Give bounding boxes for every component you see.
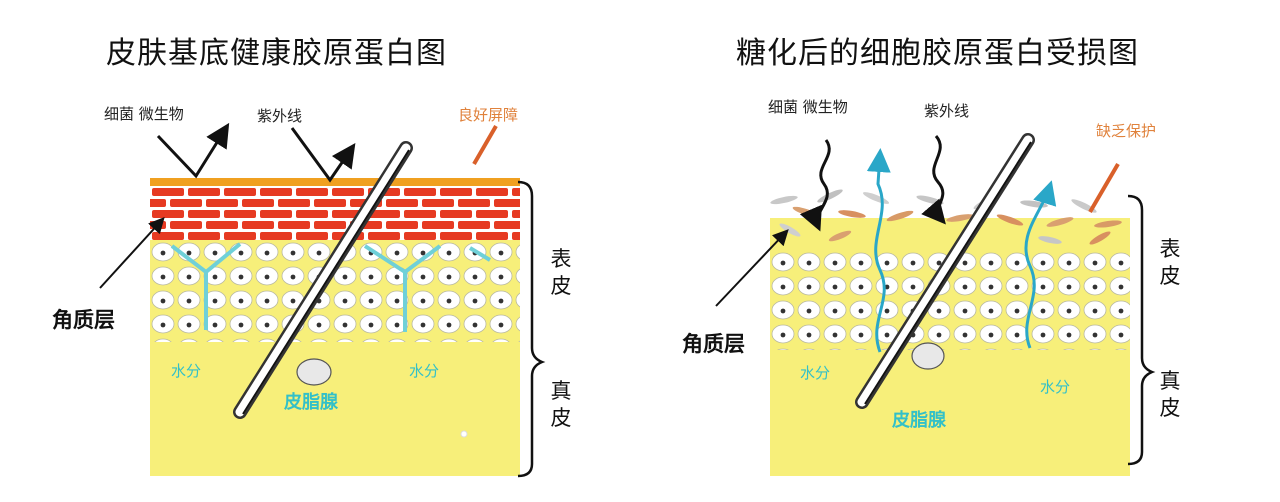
right-epidermis-label: 表皮	[1159, 237, 1181, 288]
right-stratum-label: 角质层	[682, 332, 745, 356]
right-water-loss-arrow-2	[1024, 180, 1057, 349]
left-skin-block	[150, 178, 520, 476]
right-bacteria-label: 细菌 微生物	[768, 98, 848, 116]
left-pore-icon	[460, 430, 468, 438]
left-barrier-pointer-icon	[472, 124, 498, 166]
left-water-label-1: 水分	[171, 362, 202, 380]
right-water-loss-arrow-1	[866, 148, 891, 353]
right-sebaceous-gland-icon	[911, 342, 945, 370]
left-diagram-title: 皮肤基底健康胶原蛋白图	[106, 36, 447, 71]
right-lack-protection-pointer-icon	[1088, 162, 1120, 214]
left-epidermis-label: 表皮	[550, 247, 572, 298]
right-skin-block	[770, 218, 1130, 476]
right-dermis-label: 真皮	[1159, 369, 1181, 420]
left-water-label-2: 水分	[409, 362, 440, 380]
right-uv-invade-arrow	[921, 135, 946, 225]
left-water-channels	[170, 242, 492, 332]
left-sebaceous-label: 皮脂腺	[284, 392, 338, 413]
right-bacteria-invade-arrow	[799, 139, 831, 232]
left-bacteria-bounce-arrow	[156, 122, 230, 179]
left-stratum-pointer-arrow	[99, 217, 165, 289]
right-water-label-1: 水分	[800, 364, 831, 382]
right-layer-bracket	[1127, 194, 1156, 466]
right-sebaceous-label: 皮脂腺	[892, 410, 946, 431]
left-bacteria-label: 细菌 微生物	[104, 105, 184, 123]
left-uv-label: 紫外线	[257, 107, 303, 125]
left-uv-bounce-arrow	[290, 127, 356, 183]
left-barrier-label: 良好屏障	[458, 106, 519, 124]
right-water-label-2: 水分	[1040, 378, 1071, 396]
left-sebaceous-gland-icon	[296, 358, 332, 386]
right-stratum-pointer-arrow	[715, 229, 789, 307]
right-lack-protection-label: 缺乏保护	[1096, 122, 1157, 140]
right-diagram-title: 糖化后的细胞胶原蛋白受损图	[736, 36, 1139, 71]
right-uv-label: 紫外线	[924, 102, 970, 120]
left-stratum-label: 角质层	[52, 308, 115, 332]
right-hair-shaft	[855, 133, 1035, 409]
left-hair-shaft	[233, 141, 413, 419]
left-layer-bracket	[517, 180, 546, 478]
left-dermis-label: 真皮	[550, 379, 572, 430]
left-barrier-layer	[150, 178, 520, 186]
